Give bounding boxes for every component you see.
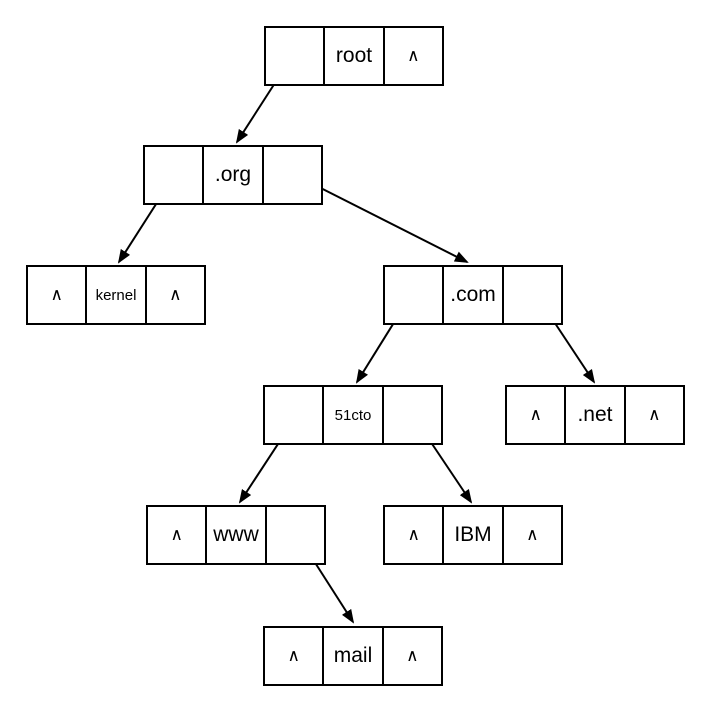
left-pointer-cell: ∧ (265, 628, 325, 684)
right-pointer-cell (504, 267, 561, 323)
left-pointer-cell (265, 387, 325, 443)
node-label-cell: www (207, 507, 267, 563)
tree-node-org: .org (143, 145, 323, 205)
left-pointer-cell (145, 147, 205, 203)
left-pointer-cell (385, 267, 445, 323)
node-label-cell: IBM (444, 507, 504, 563)
node-label-cell: root (325, 28, 385, 84)
tree-node-com: .com (383, 265, 563, 325)
node-label-cell: .net (566, 387, 626, 443)
right-pointer-cell (267, 507, 324, 563)
right-pointer-cell: ∧ (406, 646, 419, 665)
tree-node-net: ∧.net∧ (505, 385, 685, 445)
node-label-cell: kernel (87, 267, 147, 323)
left-pointer-cell: ∧ (28, 267, 88, 323)
right-pointer-cell (384, 387, 441, 443)
tree-node-mail: ∧mail∧ (263, 626, 443, 686)
right-pointer-cell: ∧ (169, 285, 182, 304)
node-label-cell: .org (204, 147, 264, 203)
left-pointer-cell: ∧ (385, 507, 445, 563)
tree-node-root: root ∧ (264, 26, 444, 86)
right-pointer-cell (264, 147, 321, 203)
node-label-cell: 51cto (324, 387, 384, 443)
right-pointer-cell: ∧ (407, 46, 420, 65)
node-label-cell: .com (444, 267, 504, 323)
tree-node-www: ∧www (146, 505, 326, 565)
left-pointer-cell: ∧ (507, 387, 567, 443)
right-pointer-cell: ∧ (526, 525, 539, 544)
tree-node-kernel: ∧kernel∧ (26, 265, 206, 325)
left-pointer-cell: ∧ (148, 507, 208, 563)
tree-node-51cto: 51cto (263, 385, 443, 445)
node-label-cell: mail (324, 628, 384, 684)
tree-node-ibm: ∧IBM∧ (383, 505, 563, 565)
left-pointer-cell (266, 28, 326, 84)
right-pointer-cell: ∧ (648, 405, 661, 424)
